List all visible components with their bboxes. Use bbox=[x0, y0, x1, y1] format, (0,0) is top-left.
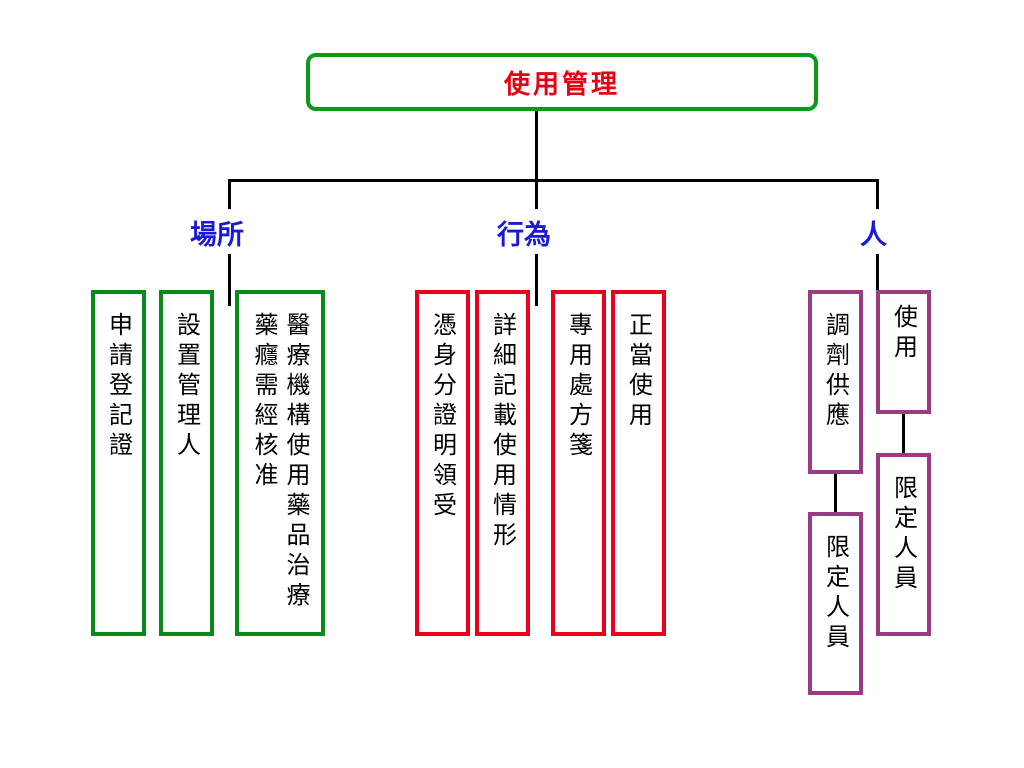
root-node-box: 使用管理 bbox=[306, 53, 818, 111]
box-use-limited-personnel-text: 限定人員 bbox=[889, 475, 918, 595]
connector-person-stem bbox=[876, 254, 879, 292]
connector-place-stem bbox=[228, 254, 231, 306]
connector-behavior-stem bbox=[535, 254, 538, 306]
box-use: 使用 bbox=[876, 290, 931, 414]
category-place: 場所 bbox=[190, 220, 244, 251]
connector-person-drop bbox=[876, 179, 879, 209]
box-medical-facility-approval: 醫療機構使用藥品治療藥癮需經核准 bbox=[235, 290, 325, 636]
box-use-limited-personnel: 限定人員 bbox=[876, 453, 931, 636]
connector-use-limit bbox=[902, 414, 905, 454]
box-medical-facility-approval-text: 醫療機構使用藥品治療藥癮需經核准 bbox=[250, 312, 310, 612]
box-proper-use-text: 正當使用 bbox=[624, 312, 653, 432]
box-identity-receipt: 憑身分證明領受 bbox=[415, 290, 470, 636]
box-dispense-supply: 調劑供應 bbox=[808, 290, 863, 474]
box-usage-record: 詳細記載使用情形 bbox=[475, 290, 530, 636]
box-use-text: 使用 bbox=[889, 304, 918, 364]
category-behavior: 行為 bbox=[497, 220, 551, 251]
box-apply-registration-text: 申請登記證 bbox=[104, 312, 133, 462]
box-appoint-manager: 設置管理人 bbox=[159, 290, 214, 636]
connector-horizontal-bar bbox=[228, 179, 879, 182]
box-special-prescription-text: 專用處方箋 bbox=[564, 312, 593, 462]
box-dispense-limited-personnel: 限定人員 bbox=[808, 512, 863, 695]
connector-dispense-limit bbox=[834, 474, 837, 512]
box-proper-use: 正當使用 bbox=[611, 290, 666, 636]
connector-behavior-drop bbox=[535, 179, 538, 209]
box-dispense-supply-text: 調劑供應 bbox=[821, 312, 850, 432]
connector-place-drop bbox=[228, 179, 231, 209]
box-special-prescription: 專用處方箋 bbox=[551, 290, 606, 636]
root-node-label: 使用管理 bbox=[503, 69, 620, 100]
box-dispense-limited-personnel-text: 限定人員 bbox=[821, 534, 850, 654]
box-apply-registration: 申請登記證 bbox=[91, 290, 146, 636]
box-usage-record-text: 詳細記載使用情形 bbox=[488, 312, 517, 552]
box-appoint-manager-text: 設置管理人 bbox=[172, 312, 201, 462]
box-identity-receipt-text: 憑身分證明領受 bbox=[428, 312, 457, 522]
connector-root-down bbox=[535, 111, 538, 182]
category-person: 人 bbox=[860, 220, 887, 251]
